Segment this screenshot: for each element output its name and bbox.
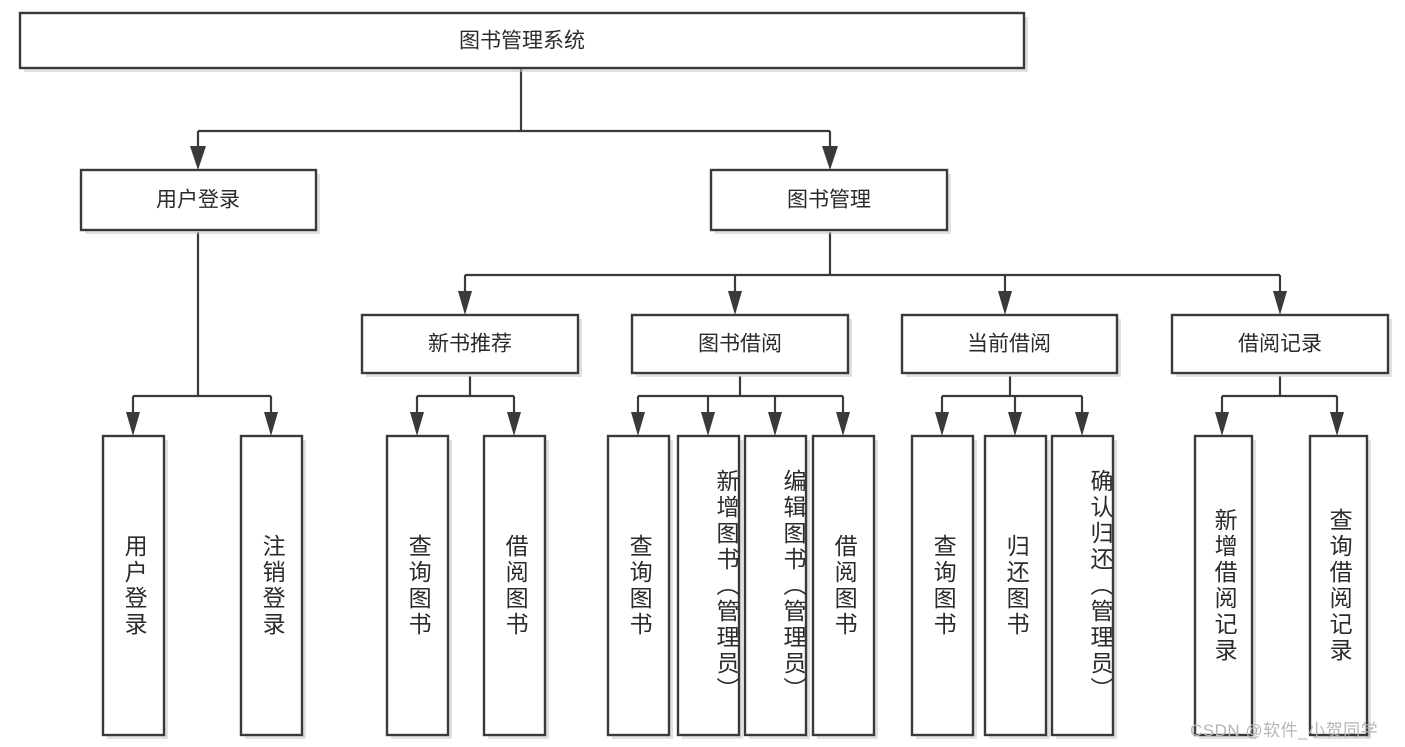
arrow-leaf-query-book-3	[935, 412, 949, 436]
leaf-confirm-return-rect[interactable]	[1050, 434, 1115, 737]
node-book-borrow[interactable]: 图书借阅	[630, 313, 852, 377]
node-user-login[interactable]: 用户登录	[79, 168, 320, 234]
leaf-borrow-book-2-rect[interactable]	[811, 434, 876, 737]
arrow-borrow-record	[1273, 291, 1287, 315]
leaf-edit-book-rect[interactable]	[743, 434, 808, 737]
arrow-new-book-rec	[458, 291, 472, 315]
arrow-leaf-add-record	[1215, 412, 1229, 436]
node-user-login-rect[interactable]	[79, 168, 318, 232]
leaf-boxes-group	[101, 434, 1371, 739]
node-new-book-rec-label: 新书推荐	[428, 333, 512, 356]
leaf-query-record-rect[interactable]	[1308, 434, 1369, 737]
node-new-book-rec-rect[interactable]	[360, 313, 580, 375]
leaf-return-book-rect[interactable]	[983, 434, 1048, 737]
arrow-leaf-borrow-book-1	[507, 412, 521, 436]
arrow-leaf-return-book	[1008, 412, 1022, 436]
arrow-leaf-query-record	[1330, 412, 1344, 436]
arrow-leaf-add-book	[701, 412, 715, 436]
node-current-borrow[interactable]: 当前借阅	[900, 313, 1121, 377]
connector-group	[126, 68, 1344, 436]
node-user-login-label: 用户登录	[156, 189, 240, 212]
node-borrow-record-rect[interactable]	[1170, 313, 1390, 375]
node-root-label: 图书管理系统	[459, 30, 585, 53]
node-book-manage-label: 图书管理	[787, 189, 871, 212]
node-book-manage[interactable]: 图书管理	[709, 168, 951, 234]
arrow-book-manage	[822, 146, 838, 170]
leaf-add-book-rect[interactable]	[676, 434, 741, 737]
node-root[interactable]: 图书管理系统	[18, 11, 1028, 72]
leaf-add-record-rect[interactable]	[1193, 434, 1254, 737]
node-book-manage-rect[interactable]	[709, 168, 949, 232]
arrow-leaf-edit-book	[768, 412, 782, 436]
arrow-leaf-confirm-return	[1075, 412, 1089, 436]
arrow-leaf-user-login	[126, 412, 140, 436]
node-borrow-record-label: 借阅记录	[1238, 333, 1322, 356]
leaf-query-book-3-rect[interactable]	[910, 434, 975, 737]
leaf-user-login-rect[interactable]	[101, 434, 166, 737]
node-root-rect[interactable]	[18, 11, 1026, 70]
arrow-leaf-query-book-1	[410, 412, 424, 436]
leaf-user-logout-rect[interactable]	[239, 434, 304, 737]
node-borrow-record[interactable]: 借阅记录	[1170, 313, 1392, 377]
node-book-borrow-label: 图书借阅	[698, 333, 782, 356]
node-current-borrow-label: 当前借阅	[967, 333, 1051, 356]
node-new-book-rec[interactable]: 新书推荐	[360, 313, 582, 377]
leaf-borrow-book-1-rect[interactable]	[482, 434, 547, 737]
arrow-user-login	[190, 146, 206, 170]
leaf-query-book-1-rect[interactable]	[385, 434, 450, 737]
arrow-book-borrow	[728, 291, 742, 315]
leaf-query-book-2-rect[interactable]	[606, 434, 671, 737]
node-book-borrow-rect[interactable]	[630, 313, 850, 375]
arrow-leaf-query-book-2	[631, 412, 645, 436]
arrow-leaf-user-logout	[264, 412, 278, 436]
node-current-borrow-rect[interactable]	[900, 313, 1119, 375]
csdn-watermark: CSDN @软件_小贺同学	[1190, 721, 1379, 740]
arrow-current-borrow	[998, 291, 1012, 315]
arrow-leaf-borrow-book-2	[836, 412, 850, 436]
